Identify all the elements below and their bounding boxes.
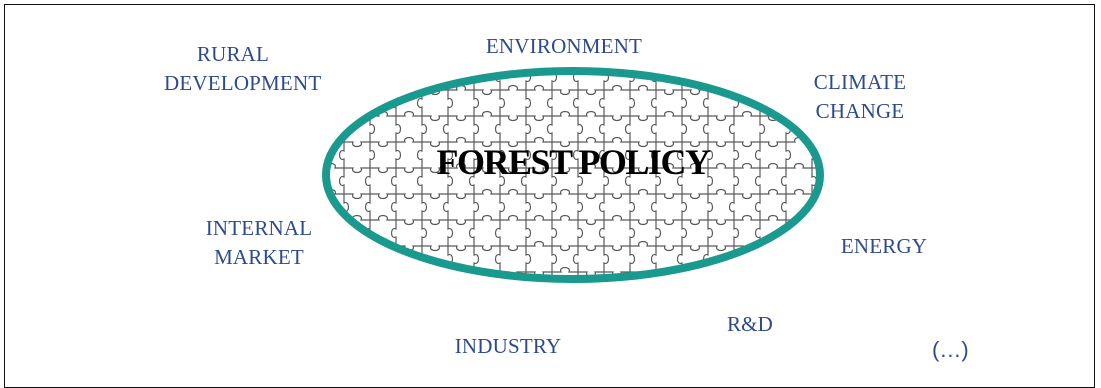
label-climate-change: CLIMATE CHANGE [813, 70, 907, 123]
label-industry: INDUSTRY [454, 334, 562, 358]
puzzle-ellipse-icon [322, 67, 824, 283]
label-rural-development: RURAL DEVELOPMENT [164, 42, 322, 95]
more-ellipsis-label: (…) [932, 337, 969, 362]
label-environment: ENVIRONMENT [485, 34, 643, 58]
label-internal-market: INTERNAL MARKET [205, 216, 313, 269]
label-energy: ENERGY [840, 234, 928, 258]
puzzle-pattern [326, 71, 820, 279]
label-r-and-d: R&D [726, 312, 774, 336]
center-title-forest-policy: FOREST POLICY [436, 142, 711, 182]
